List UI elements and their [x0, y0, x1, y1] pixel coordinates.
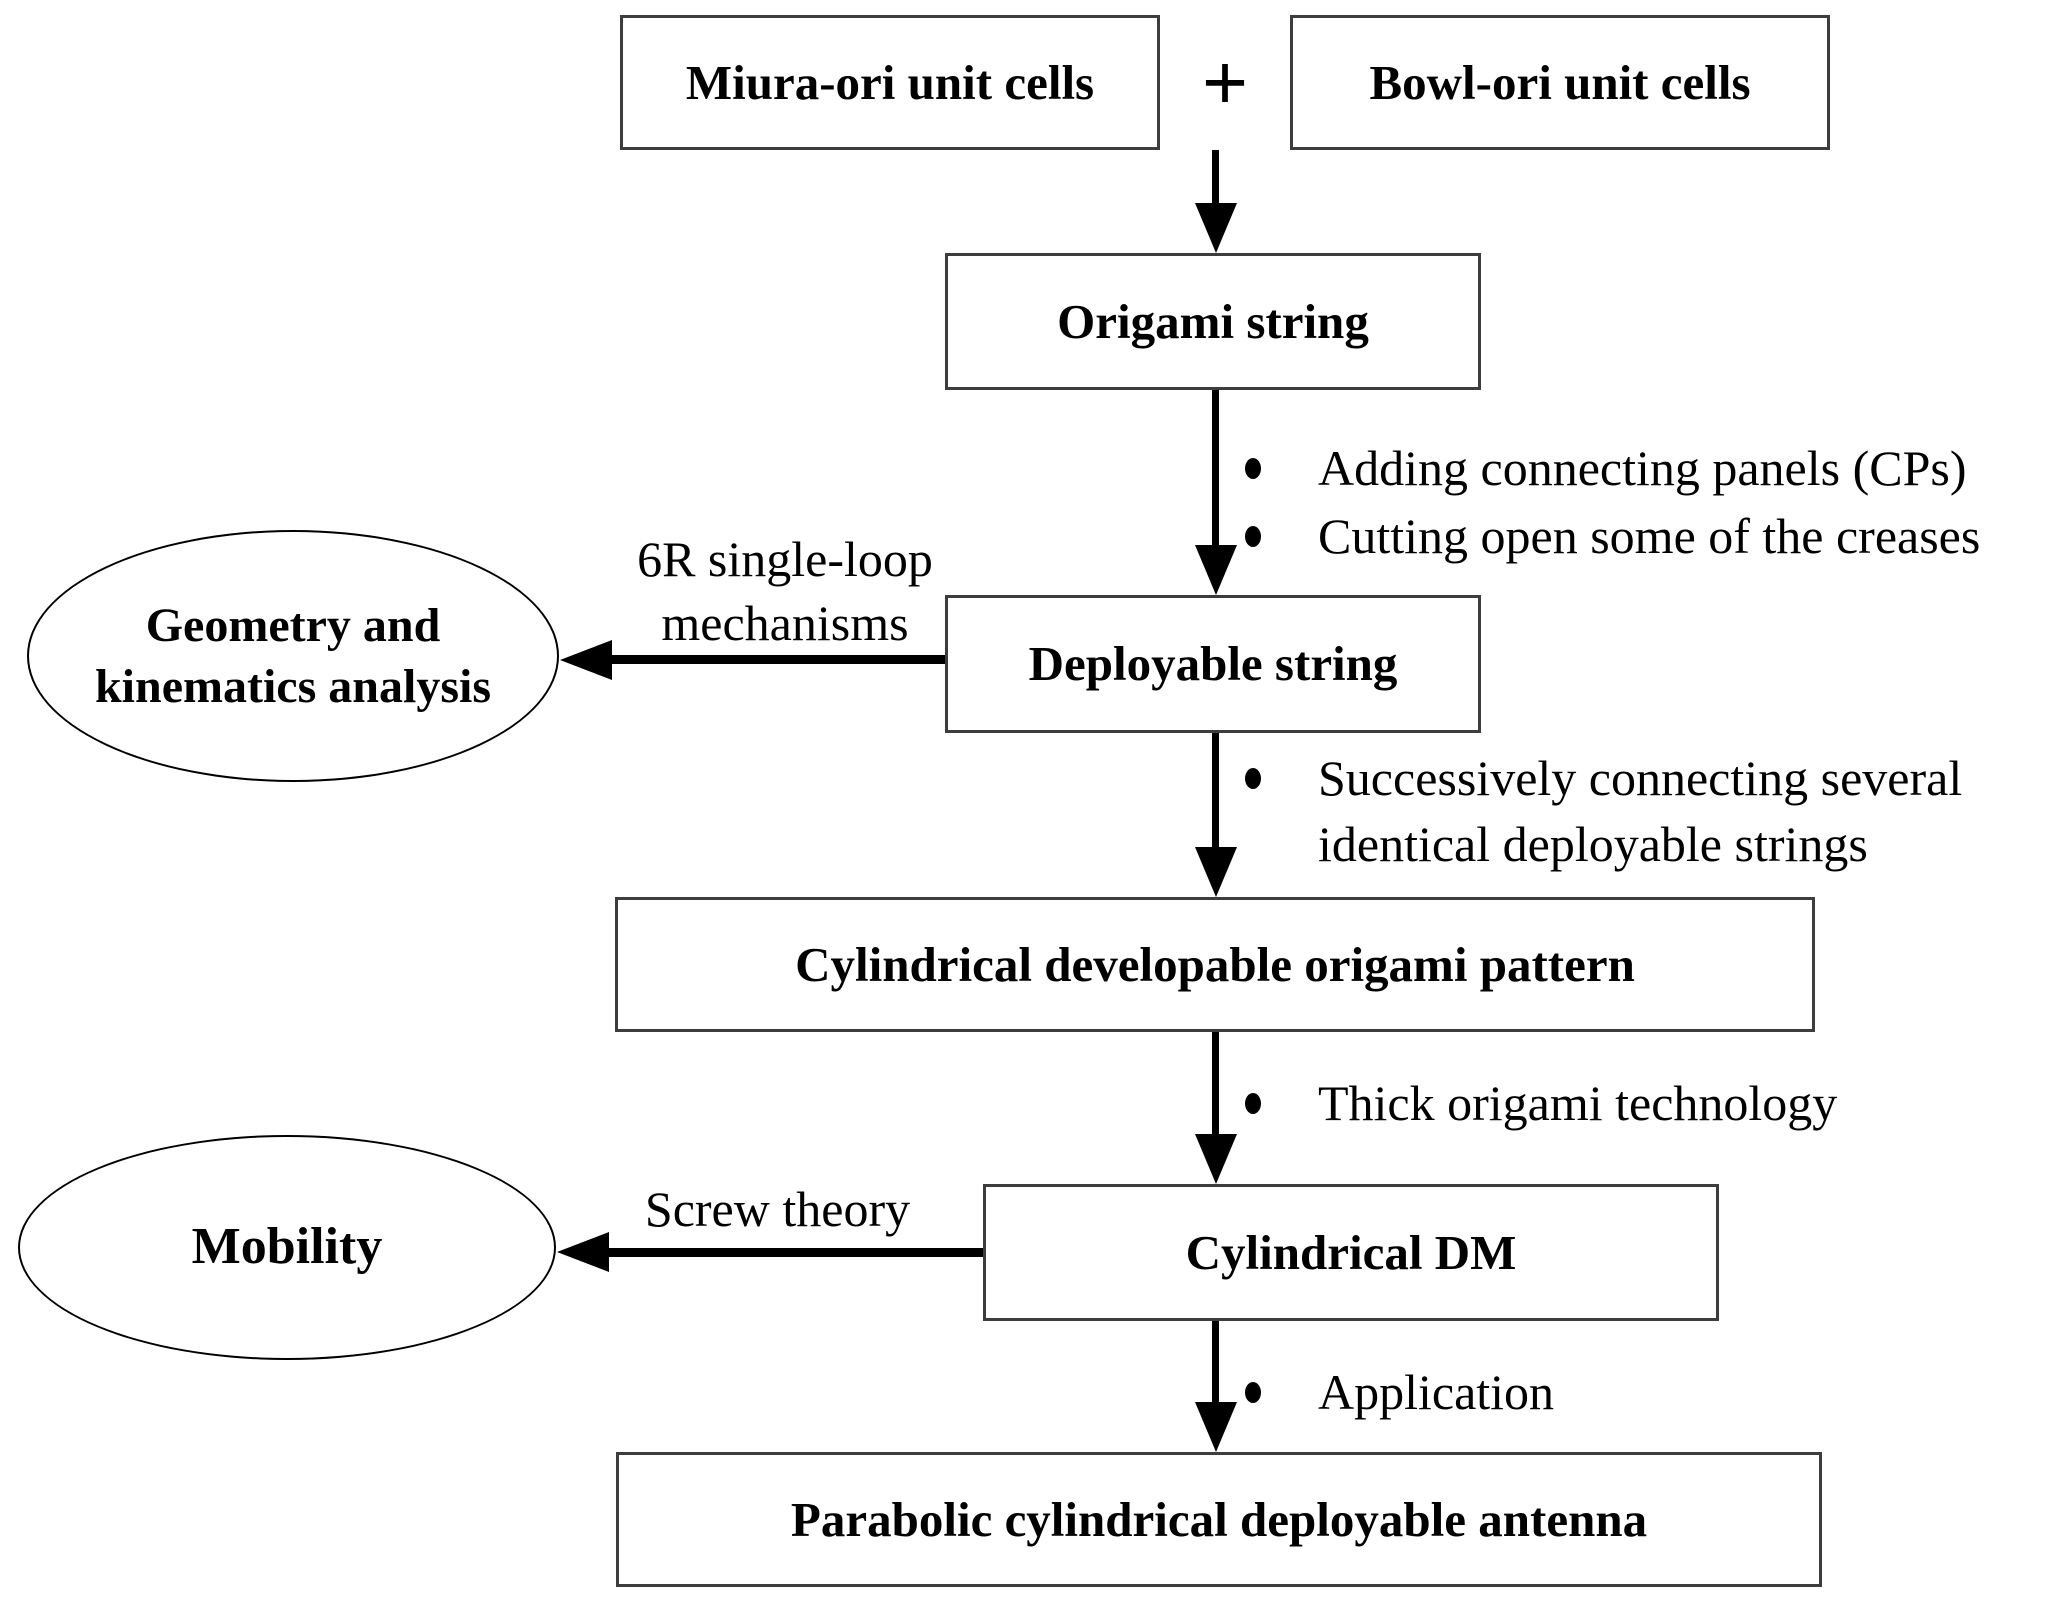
ellipse-mobility: Mobility	[18, 1135, 556, 1360]
arrow-deployable-to-pattern-line	[1212, 733, 1219, 853]
ellipse-label-line: Geometry and	[145, 598, 441, 652]
box-cylindrical-developable-origami-pattern: Cylindrical developable origami pattern	[615, 897, 1815, 1032]
label-6r-single-loop-mechanisms: 6R single-loop mechanisms	[595, 527, 975, 655]
box-cylindrical-dm: Cylindrical DM	[983, 1184, 1719, 1321]
arrowhead-origami-to-deployable-icon	[1195, 545, 1237, 595]
box-label: Bowl-ori unit cells	[1369, 54, 1751, 110]
bullet-icon	[1245, 1382, 1261, 1403]
bullet-icon	[1245, 526, 1261, 547]
bullet-adding-cps: Adding connecting panels (CPs)	[1318, 440, 1967, 496]
arrow-dm-to-mobility-line	[602, 1248, 983, 1257]
arrow-origami-to-deployable-line	[1212, 390, 1219, 552]
arrow-pattern-to-dm-line	[1212, 1032, 1219, 1140]
label-line: 6R single-loop	[637, 531, 933, 587]
bullet-icon	[1245, 1093, 1261, 1114]
box-deployable-string: Deployable string	[945, 595, 1481, 733]
box-label: Cylindrical developable origami pattern	[795, 936, 1635, 992]
bullet-icon	[1245, 768, 1261, 789]
arrowhead-dm-to-mobility-icon	[557, 1232, 609, 1272]
bullet-cutting-creases: Cutting open some of the creases	[1318, 508, 1981, 564]
label-line: mechanisms	[661, 595, 909, 651]
box-miura-ori-unit-cells: Miura-ori unit cells	[620, 15, 1160, 150]
box-label: Cylindrical DM	[1185, 1224, 1517, 1280]
ellipse-label-line: kinematics analysis	[94, 660, 492, 713]
plus-operator: +	[1201, 37, 1249, 128]
box-parabolic-cylindrical-deployable-antenna: Parabolic cylindrical deployable antenna	[616, 1452, 1822, 1587]
box-label: Deployable string	[1028, 636, 1398, 692]
box-label: Parabolic cylindrical deployable antenna	[790, 1491, 1648, 1547]
arrow-dm-to-antenna-line	[1212, 1321, 1219, 1409]
bullet-icon	[1245, 458, 1261, 479]
arrow-deployable-to-geometry-line	[605, 655, 945, 664]
bullet-successive: Successively connecting several identica…	[1318, 745, 1962, 877]
box-label: Miura-ori unit cells	[685, 54, 1095, 110]
ellipse-geometry-kinematics-analysis: Geometry and kinematics analysis	[27, 530, 559, 782]
label-screw-theory: Screw theory	[644, 1181, 911, 1237]
arrowhead-pattern-to-dm-icon	[1195, 1134, 1237, 1184]
bullet-thick-origami: Thick origami technology	[1318, 1075, 1838, 1131]
arrow-units-to-origami-line	[1212, 150, 1219, 210]
ellipse-label-line: Mobility	[191, 1218, 383, 1276]
arrowhead-deployable-to-geometry-icon	[560, 640, 612, 680]
box-origami-string: Origami string	[945, 253, 1481, 390]
box-label: Origami string	[1057, 293, 1369, 349]
arrowhead-units-to-origami-icon	[1195, 203, 1237, 253]
bullet-line: identical deployable strings	[1318, 816, 1868, 872]
arrowhead-deployable-to-pattern-icon	[1195, 847, 1237, 897]
box-bowl-ori-unit-cells: Bowl-ori unit cells	[1290, 15, 1830, 150]
bullet-line: Successively connecting several	[1318, 750, 1963, 806]
bullet-application: Application	[1318, 1364, 1555, 1420]
arrowhead-dm-to-antenna-icon	[1195, 1402, 1237, 1452]
